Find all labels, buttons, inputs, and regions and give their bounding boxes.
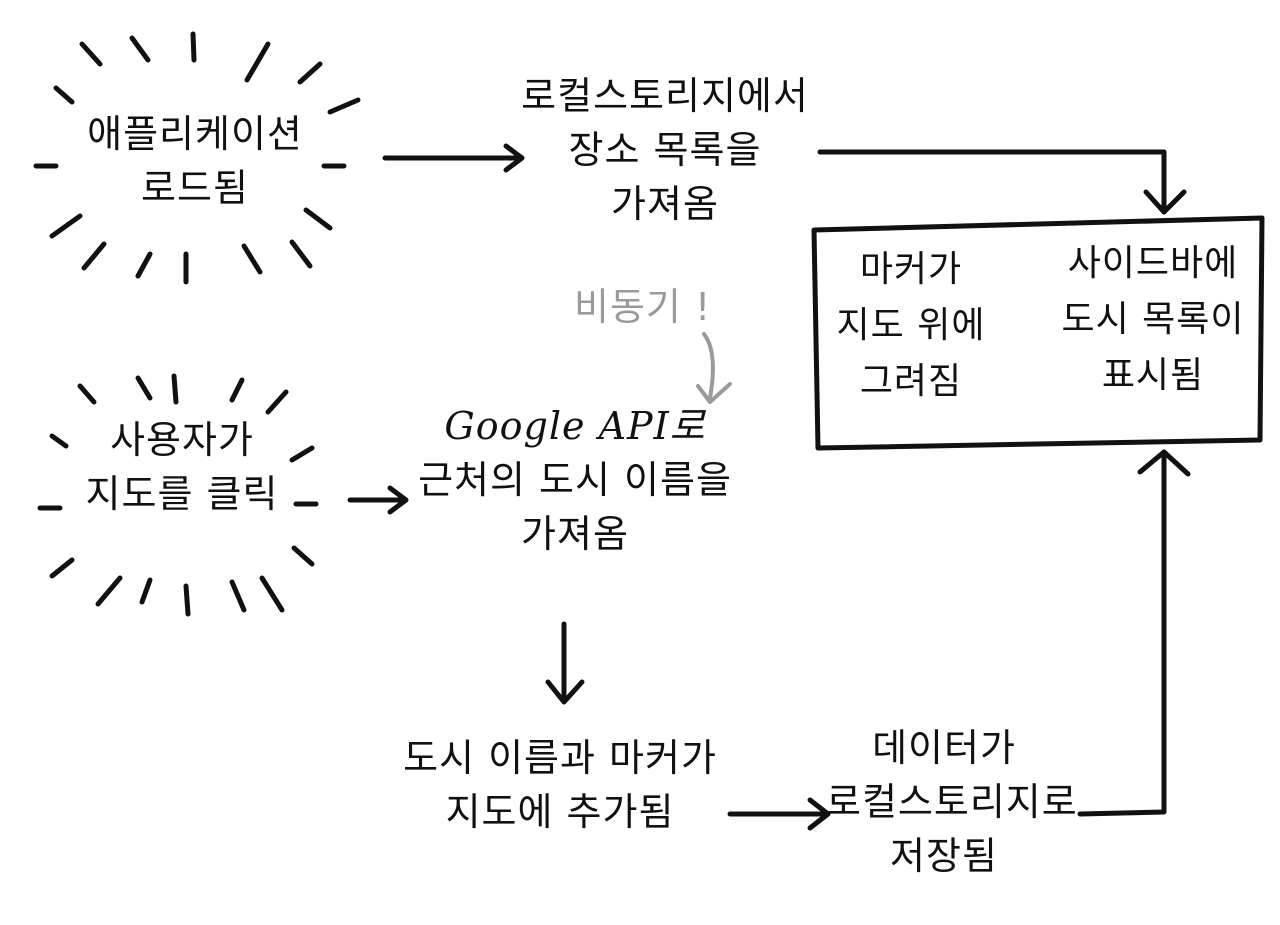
arrow-click-to-fetch [347, 485, 409, 515]
arrow-app-to-load [382, 143, 525, 173]
arrow-fetch-to-add [545, 621, 585, 705]
step-label: 가져옴 [521, 511, 629, 556]
user-click-burst-rays [37, 373, 319, 617]
event-label: 로드됨 [141, 165, 249, 210]
arrow-add-to-save [727, 797, 831, 831]
result-markers-drawn: 마커가 지도 위에 그려짐 [826, 242, 996, 409]
step-label: 로컬스토리지로 [826, 779, 1078, 824]
result-label: 표시됨 [1101, 354, 1205, 396]
result-sidebar-list: 사이드바에 도시 목록이 표시됨 [1058, 236, 1248, 403]
step-label: 지도에 추가됨 [445, 789, 675, 834]
step-load-from-storage: 로컬스토리지에서 장소 목록을 가져옴 [510, 70, 820, 232]
result-label: 지도 위에 [836, 304, 986, 346]
async-note-arrow [696, 332, 732, 404]
event-app-loaded: 애플리케이션 로드됨 [60, 108, 330, 216]
step-label: 데이터가 [872, 726, 1016, 770]
event-label: 애플리케이션 [87, 112, 303, 156]
result-label: 도시 목록이 [1061, 298, 1245, 340]
step-label: Google API로 [444, 404, 706, 448]
result-label: 그려짐 [859, 360, 963, 402]
arrow-load-to-result-box [817, 149, 1187, 215]
step-label: 도시 이름과 마커가 [403, 736, 717, 780]
step-label: 가져옴 [611, 181, 719, 226]
step-save-to-storage: 데이터가 로컬스토리지로 저장됨 [826, 722, 1078, 884]
result-label: 마커가 [859, 249, 963, 290]
event-label: 사용자가 [110, 418, 254, 462]
step-label: 장소 목록을 [568, 127, 762, 172]
step-fetch-city-name: Google API로 근처의 도시 이름을 가져옴 [400, 400, 750, 562]
result-label: 사이드바에 [1067, 243, 1239, 284]
event-user-clicks-map: 사용자가 지도를 클릭 [52, 414, 312, 522]
arrow-save-to-result-box [1077, 449, 1191, 817]
step-label: 근처의 도시 이름을 [418, 457, 732, 502]
async-note: 비동기 ! [574, 285, 712, 329]
step-add-to-map: 도시 이름과 마커가 지도에 추가됨 [390, 732, 730, 840]
app-loaded-burst-rays [33, 31, 361, 285]
step-label: 로컬스토리지에서 [521, 74, 809, 118]
result-box-outline [811, 215, 1265, 451]
step-label: 저장됨 [890, 833, 998, 878]
event-label: 지도를 클릭 [85, 471, 279, 516]
